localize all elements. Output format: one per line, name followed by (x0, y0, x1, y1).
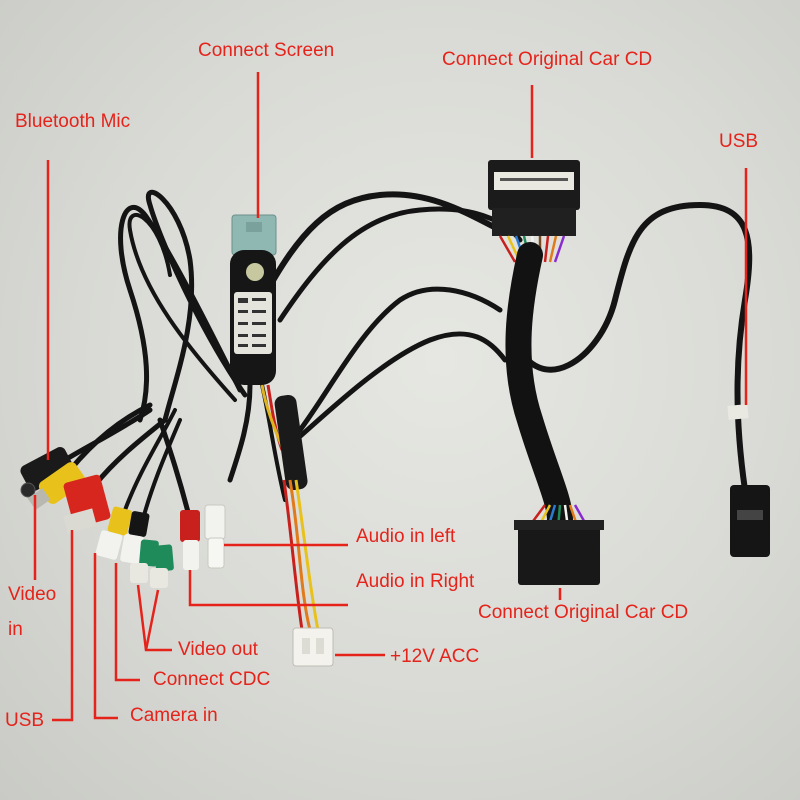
usb-right-connector (727, 404, 770, 557)
cd-plug-top-collar (492, 208, 576, 236)
cable-bundle-down-2 (123, 408, 177, 512)
label-video-out: Video out (178, 639, 258, 660)
usb-right-port (737, 510, 763, 520)
cd-plug-bottom-lip (514, 520, 604, 530)
module-logo-sticker (246, 263, 264, 281)
label-bluetooth-mic: Bluetooth Mic (15, 111, 131, 132)
video-in-rca-tip (27, 488, 51, 510)
usb-right-body (730, 485, 770, 557)
leader-audio-right (188, 570, 348, 607)
left-plug-cluster (20, 447, 111, 534)
label-plus12v-acc: +12V ACC (390, 646, 480, 667)
label-camera-in: Camera in (130, 705, 218, 726)
cable-left-loop-2 (146, 190, 248, 423)
cable-group (62, 190, 753, 532)
cd-plug-bottom (518, 525, 600, 585)
label-usb-right: USB (719, 131, 759, 152)
screen-plug (231, 214, 277, 256)
label-video-in-line2: in (8, 619, 23, 640)
label-usb-left: USB (5, 710, 45, 731)
power-wires (282, 479, 320, 631)
video-in-rca (38, 462, 86, 504)
screen-plug-latch (246, 222, 262, 232)
module-label-print (238, 298, 266, 347)
label-connect-screen: Connect Screen (198, 40, 335, 61)
label-video-in-line1: Video (8, 584, 57, 605)
label-connect-original-car-cd-bottom: Connect Original Car CD (478, 602, 689, 623)
cable-module-down (227, 382, 253, 483)
cd-plug-top-barcode (500, 178, 568, 181)
mic-jack (20, 447, 74, 491)
cable-video-in (67, 402, 153, 473)
mic-jack-tip (20, 482, 36, 498)
screen-connector (230, 214, 297, 481)
rca-plugs (95, 504, 226, 588)
acc-plug-slot (302, 638, 310, 654)
leader-camera-in (93, 553, 118, 720)
acc-plug-slot-2 (316, 638, 324, 654)
cable-usb-right-loop (512, 201, 753, 493)
cable-middle-cross (297, 286, 503, 433)
label-connect-cdc: Connect CDC (153, 669, 271, 690)
leader-connect-cdc (114, 563, 140, 682)
acc-plug (292, 627, 334, 667)
fuse-holder (274, 394, 308, 491)
cd-connector-bottom (514, 504, 604, 585)
cable-left-loop-1 (118, 205, 243, 423)
usb-left-port (63, 508, 97, 534)
braided-loom (505, 242, 573, 533)
cable-left-loop-3 (127, 213, 237, 402)
cable-middle-cross-2 (287, 331, 508, 448)
leader-video-out-2 (144, 589, 160, 651)
annotation-lines (33, 72, 748, 722)
label-audio-in-left: Audio in left (356, 526, 456, 547)
label-audio-in-right: Audio in Right (356, 571, 475, 592)
label-connect-original-car-cd-top: Connect Original Car CD (442, 49, 653, 70)
leader-usb-left (52, 530, 74, 722)
cable-usb-left (92, 417, 168, 488)
